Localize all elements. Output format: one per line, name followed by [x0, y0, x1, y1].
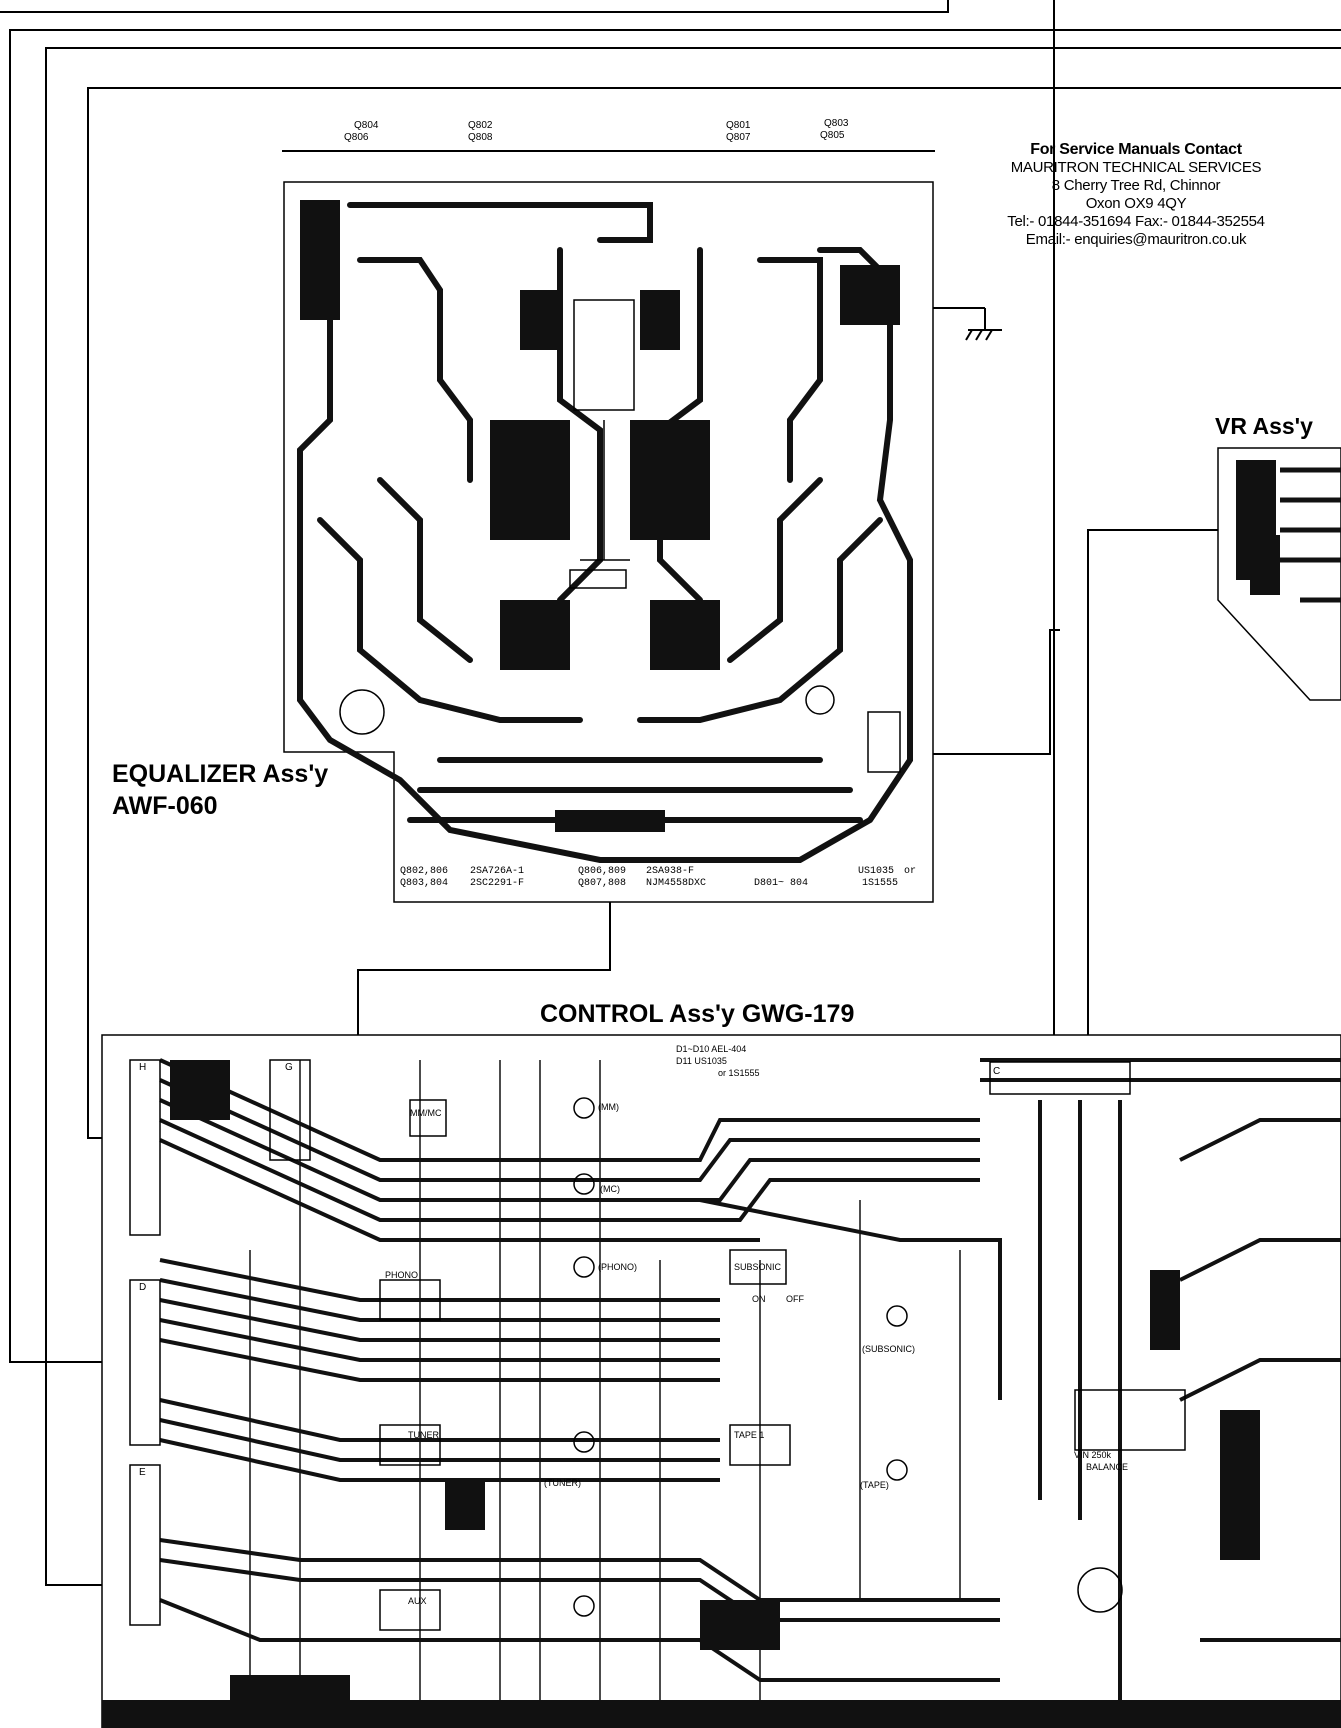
- d3-phono-label: (PHONO): [598, 1262, 637, 1272]
- tape-switch-label: TAPE 1: [734, 1430, 765, 1440]
- q802-label: Q802: [468, 120, 493, 131]
- equalizer-parts: [339, 299, 901, 773]
- q804-label: Q804: [354, 120, 379, 131]
- vr-assembly-title: VR Ass'y: [1215, 413, 1313, 439]
- connector-c-label: C: [993, 1066, 1001, 1077]
- d4-tuner-label: (TUNER): [544, 1478, 581, 1488]
- contact-email: Email:- enquiries@mauritron.co.uk: [1025, 231, 1247, 248]
- d1-mm-label: (MM): [598, 1102, 619, 1112]
- contact-address-1: 8 Cherry Tree Rd, Chinnor: [1051, 177, 1221, 194]
- q803-label: Q803: [824, 118, 849, 129]
- bom-row2-diode-ref: D801~ 804: [754, 878, 809, 889]
- aux-switch-label: AUX: [408, 1596, 427, 1606]
- equalizer-traces: [297, 202, 913, 863]
- contact-title: For Service Manuals Contact: [1030, 141, 1242, 158]
- connector-g-label: G: [285, 1062, 293, 1073]
- control-vertical-jumpers: [249, 1060, 961, 1728]
- bom-row2-diode-part: 1S1555: [862, 878, 899, 889]
- subsonic-on-label: ON: [752, 1294, 766, 1304]
- phono-switch-label: PHONO: [385, 1270, 419, 1280]
- d2-mc-label: (MC): [600, 1184, 620, 1194]
- bom-row1-ref-b: Q806,809: [578, 866, 627, 877]
- contact-phone: Tel:- 01844-351694 Fax:- 01844-352554: [1007, 213, 1265, 230]
- q801-label: Q801: [726, 120, 751, 131]
- control-assembly-title: CONTROL Ass'y GWG-179: [540, 1000, 855, 1028]
- equalizer-assembly-code: AWF-060: [112, 792, 218, 820]
- diode-note-2: D11 US1035: [676, 1056, 727, 1066]
- contact-company: MAURITRON TECHNICAL SERVICES: [1010, 159, 1262, 176]
- service-contact-block: For Service Manuals Contact MAURITRON TE…: [975, 141, 1297, 249]
- tuner-switch-label: TUNER: [408, 1430, 439, 1440]
- q806-label: Q806: [344, 132, 369, 143]
- q808-label: Q808: [468, 132, 493, 143]
- bom-row2-ref-a: Q803,804: [400, 878, 449, 889]
- bom-row1-or: or: [904, 866, 917, 877]
- connector-h-label: H: [139, 1062, 147, 1073]
- diode-note-1: D1~D10 AEL-404: [676, 1044, 747, 1054]
- vr-note-2: BALANCE: [1086, 1462, 1129, 1472]
- diode-note-3: or 1S1555: [718, 1068, 760, 1078]
- mm-mc-switch-label: MM/MC: [410, 1108, 442, 1118]
- control-copper-pads: [102, 1060, 1341, 1728]
- equalizer-board: [283, 181, 934, 903]
- bom-row2-part-a: 2SC2291-F: [470, 878, 525, 889]
- vr-note-1: VIN 250k: [1074, 1450, 1112, 1460]
- vr-board: [1217, 447, 1341, 701]
- contact-address-2: Oxon OX9 4QY: [1085, 195, 1187, 212]
- connector-d-label: D: [139, 1282, 147, 1293]
- d6-subsonic-label: (SUBSONIC): [862, 1344, 916, 1354]
- equalizer-assembly-name: EQUALIZER Ass'y: [112, 760, 329, 788]
- control-connectors: [129, 1059, 1186, 1631]
- bom-row1-ref-a: Q802,806: [400, 866, 449, 877]
- subsonic-switch-label: SUBSONIC: [734, 1262, 782, 1272]
- bom-row1-part-a: 2SA726A-1: [470, 866, 525, 877]
- q807-label: Q807: [726, 132, 751, 143]
- subsonic-off-label: OFF: [786, 1294, 804, 1304]
- connector-e-label: E: [139, 1467, 146, 1478]
- bom-row2-part-b: NJM4558DXC: [646, 878, 707, 889]
- bom-row1-diode: US1035: [858, 866, 895, 877]
- control-board: [101, 1034, 1341, 1728]
- d5-tape-label: (TAPE): [860, 1480, 889, 1490]
- control-leds: [573, 1097, 1123, 1617]
- q805-label: Q805: [820, 130, 845, 141]
- equalizer-copper-pads: [300, 200, 900, 832]
- bom-row2-ref-b: Q807,808: [578, 878, 627, 889]
- bom-row1-part-b: 2SA938-F: [646, 866, 695, 877]
